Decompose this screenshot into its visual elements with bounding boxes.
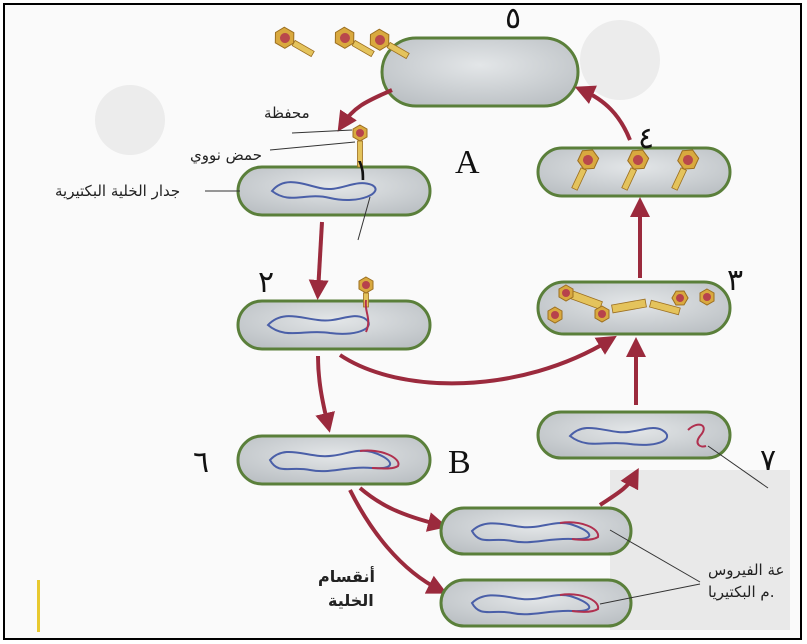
released-phage (271, 25, 317, 62)
step-number-6: ٦ (193, 445, 209, 480)
cell-division-label-1: أنقسام (318, 566, 375, 586)
step-number-5: ٥ (505, 1, 521, 36)
step-number-1: ١ (354, 153, 370, 188)
step-number-2: ٢ (258, 265, 274, 300)
capsid-leader (292, 130, 352, 133)
step-number-4: ٤ (638, 121, 654, 156)
lysogenic-cycle-letter: B (448, 444, 471, 481)
division-cell-top (441, 508, 631, 554)
cell-6 (238, 436, 430, 484)
lytic-cycle-letter: A (455, 144, 480, 181)
cell-4 (538, 146, 730, 196)
arrow-2-to-6 (318, 356, 328, 425)
nucleic-acid-label: حمض نووي (190, 146, 262, 165)
arrow-6-to-division-top (360, 488, 440, 525)
viral-genome-label-2: م البكتيريا. (708, 583, 774, 601)
cell-3 (538, 282, 730, 334)
cell-5 (271, 25, 578, 106)
page-mark (37, 580, 40, 632)
capsid-label: محفظة (264, 104, 310, 122)
viral-genome-label-1: عة الفيروس (708, 561, 784, 579)
arrow-5-to-1 (342, 90, 392, 125)
cell-division-label-2: الخلية (328, 591, 374, 610)
nucleic-acid-leader (270, 142, 355, 150)
step-number-7: ٧ (760, 443, 776, 478)
step-number-3: ٣ (727, 263, 743, 298)
cell-1 (238, 125, 430, 215)
cell-wall-label: جدار الخلية البكتيرية (55, 182, 180, 200)
cell-7 (538, 412, 730, 458)
arrow-1-to-2 (318, 222, 322, 292)
